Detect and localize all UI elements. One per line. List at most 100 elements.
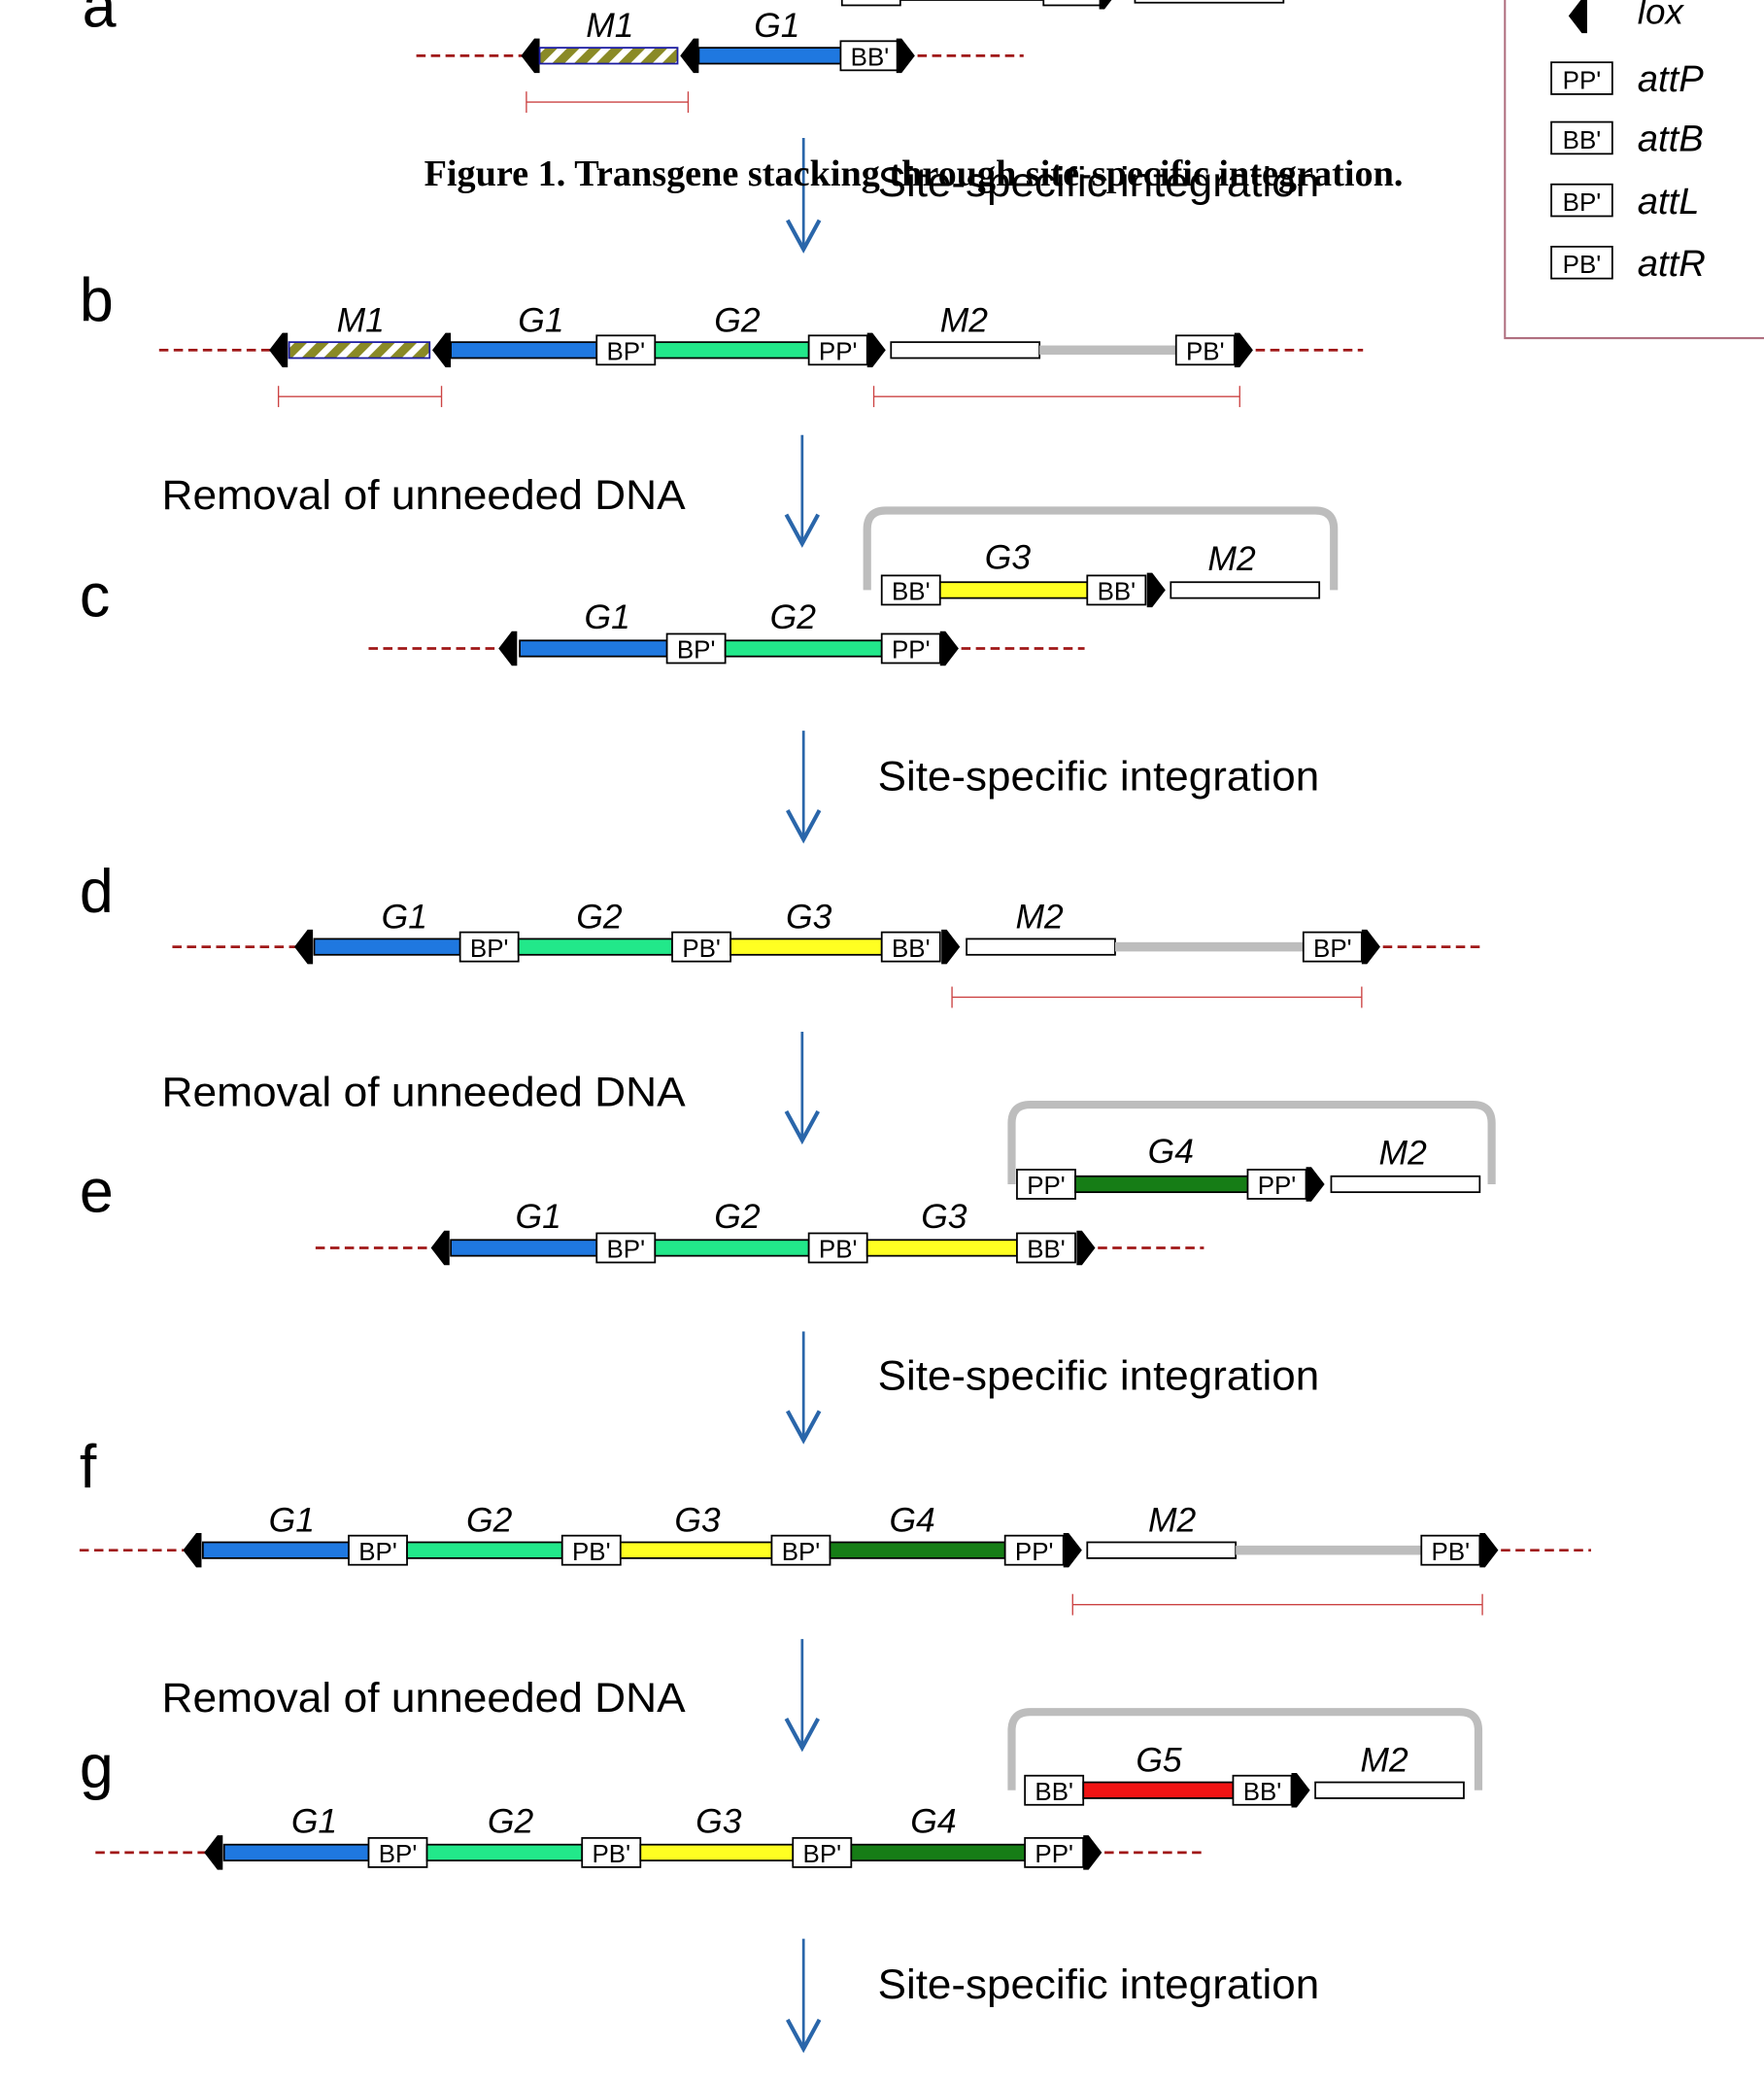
att-site-label: BP' bbox=[358, 1539, 397, 1566]
lox-icon bbox=[269, 332, 288, 368]
gene-bar-G1 bbox=[222, 1843, 370, 1861]
legend-site-symbol: BB' bbox=[1563, 127, 1602, 154]
att-site-box bbox=[840, 0, 901, 7]
lox-icon bbox=[430, 1230, 450, 1266]
gene-bar-G1 bbox=[201, 1541, 350, 1559]
att-site-box bbox=[1420, 1534, 1481, 1566]
step-label: Site-specific integration bbox=[878, 754, 1320, 800]
panel-letter: d bbox=[80, 858, 114, 926]
lox-icon bbox=[1568, 0, 1587, 34]
gene-bar-G1 bbox=[450, 341, 598, 359]
step-label: Site-specific integration bbox=[878, 1961, 1320, 2007]
att-site-label: PB' bbox=[592, 1841, 630, 1868]
panel-letter: e bbox=[80, 1158, 114, 1226]
gene-bar-G2 bbox=[724, 639, 883, 658]
gene-label: M2 bbox=[1016, 898, 1065, 937]
down-arrow-icon bbox=[786, 219, 822, 254]
gene-label: G1 bbox=[269, 1501, 315, 1540]
gene-bar-G2 bbox=[654, 1239, 810, 1257]
gene-bar-G3 bbox=[938, 581, 1089, 599]
gene-label: G1 bbox=[382, 898, 427, 937]
marker-bar-M2 bbox=[1170, 581, 1321, 599]
gene-label: G1 bbox=[518, 300, 563, 339]
gene-label: G3 bbox=[985, 538, 1032, 577]
lox-icon bbox=[941, 929, 961, 965]
att-site-label: PP' bbox=[819, 339, 858, 366]
gene-label: G2 bbox=[466, 1501, 513, 1540]
gene-label: M2 bbox=[1207, 539, 1256, 578]
gene-label: M1 bbox=[586, 6, 633, 45]
step-label: Removal of unneeded DNA bbox=[162, 1069, 687, 1114]
att-site-label: BP' bbox=[379, 1841, 418, 1868]
att-site-label: PB' bbox=[1432, 1539, 1471, 1566]
panel-letter: a bbox=[83, 0, 117, 40]
lox-icon bbox=[1146, 572, 1166, 608]
att-site-box bbox=[770, 1534, 831, 1566]
lox-icon bbox=[1083, 1835, 1102, 1870]
lox-icon bbox=[1361, 929, 1380, 965]
att-site-label: BB' bbox=[892, 936, 931, 963]
legend-site-symbol: PP' bbox=[1563, 67, 1602, 94]
legend-term: attP bbox=[1638, 58, 1704, 100]
att-site-box bbox=[595, 334, 657, 366]
att-site-box bbox=[792, 1837, 853, 1868]
gene-label: G4 bbox=[1148, 1132, 1194, 1171]
gene-bar-G3 bbox=[729, 938, 883, 956]
att-site-box bbox=[671, 931, 732, 963]
gene-label: M2 bbox=[1360, 1741, 1408, 1780]
att-site-label: PB' bbox=[819, 1237, 858, 1264]
att-site-box bbox=[1174, 334, 1236, 366]
step-label: Removal of unneeded DNA bbox=[162, 472, 687, 518]
gene-label: G2 bbox=[770, 597, 817, 636]
legend-site-box bbox=[1550, 246, 1613, 280]
gene-bar-G1 bbox=[450, 1239, 598, 1257]
down-arrow-icon bbox=[786, 1410, 822, 1445]
legend-term: attL bbox=[1638, 181, 1700, 222]
excised-backbone bbox=[1039, 345, 1176, 356]
att-site-label: BP' bbox=[803, 1841, 842, 1868]
gene-label: G2 bbox=[576, 898, 623, 937]
legend-site-box bbox=[1550, 120, 1613, 155]
donor-plasmid-outline bbox=[1007, 1100, 1496, 1184]
gene-bar-G2 bbox=[654, 341, 810, 359]
lox-icon bbox=[1063, 1532, 1082, 1568]
att-site-label: PB' bbox=[1186, 339, 1225, 366]
gene-label: G1 bbox=[754, 6, 799, 45]
att-site-label: BP' bbox=[607, 339, 646, 366]
lox-icon bbox=[521, 38, 540, 74]
att-site-label: BB' bbox=[1098, 579, 1136, 606]
att-site-label: BP' bbox=[607, 1237, 646, 1264]
lox-icon bbox=[1076, 1230, 1096, 1266]
gene-label: M2 bbox=[1379, 1133, 1428, 1172]
gene-bar-G5 bbox=[1082, 1781, 1235, 1799]
gene-bar-G4 bbox=[1074, 1175, 1249, 1194]
att-site-box bbox=[348, 1534, 408, 1566]
att-site-box bbox=[807, 1232, 868, 1264]
excised-backbone bbox=[1236, 1545, 1422, 1555]
att-site-box bbox=[880, 632, 941, 665]
att-site-box bbox=[581, 1837, 642, 1868]
lox-icon bbox=[939, 631, 959, 666]
att-site-label: BB' bbox=[851, 45, 890, 72]
lox-icon bbox=[896, 38, 915, 74]
gene-label: G3 bbox=[786, 898, 832, 937]
lox-icon bbox=[204, 1835, 223, 1870]
down-arrow-icon bbox=[784, 1718, 821, 1753]
gene-label: G1 bbox=[584, 597, 629, 636]
gene-bar-G1 bbox=[697, 47, 842, 65]
down-arrow-icon bbox=[784, 1109, 821, 1145]
gene-bar-G4 bbox=[829, 1541, 1006, 1559]
att-site-box bbox=[1016, 1232, 1076, 1264]
gene-bar-G2 bbox=[425, 1843, 584, 1861]
lox-icon bbox=[680, 38, 699, 74]
gene-bar-G1 bbox=[519, 639, 668, 658]
att-site-label: BB' bbox=[892, 579, 931, 606]
att-site-box bbox=[1086, 574, 1147, 606]
att-site-label: BP' bbox=[1313, 936, 1352, 963]
panel-letter: f bbox=[80, 1434, 97, 1502]
donor-plasmid-outline bbox=[1007, 1708, 1483, 1790]
legend-term-lox: lox bbox=[1638, 0, 1685, 32]
marker-bar-M1 bbox=[288, 341, 431, 359]
panel-letter: c bbox=[80, 563, 110, 631]
